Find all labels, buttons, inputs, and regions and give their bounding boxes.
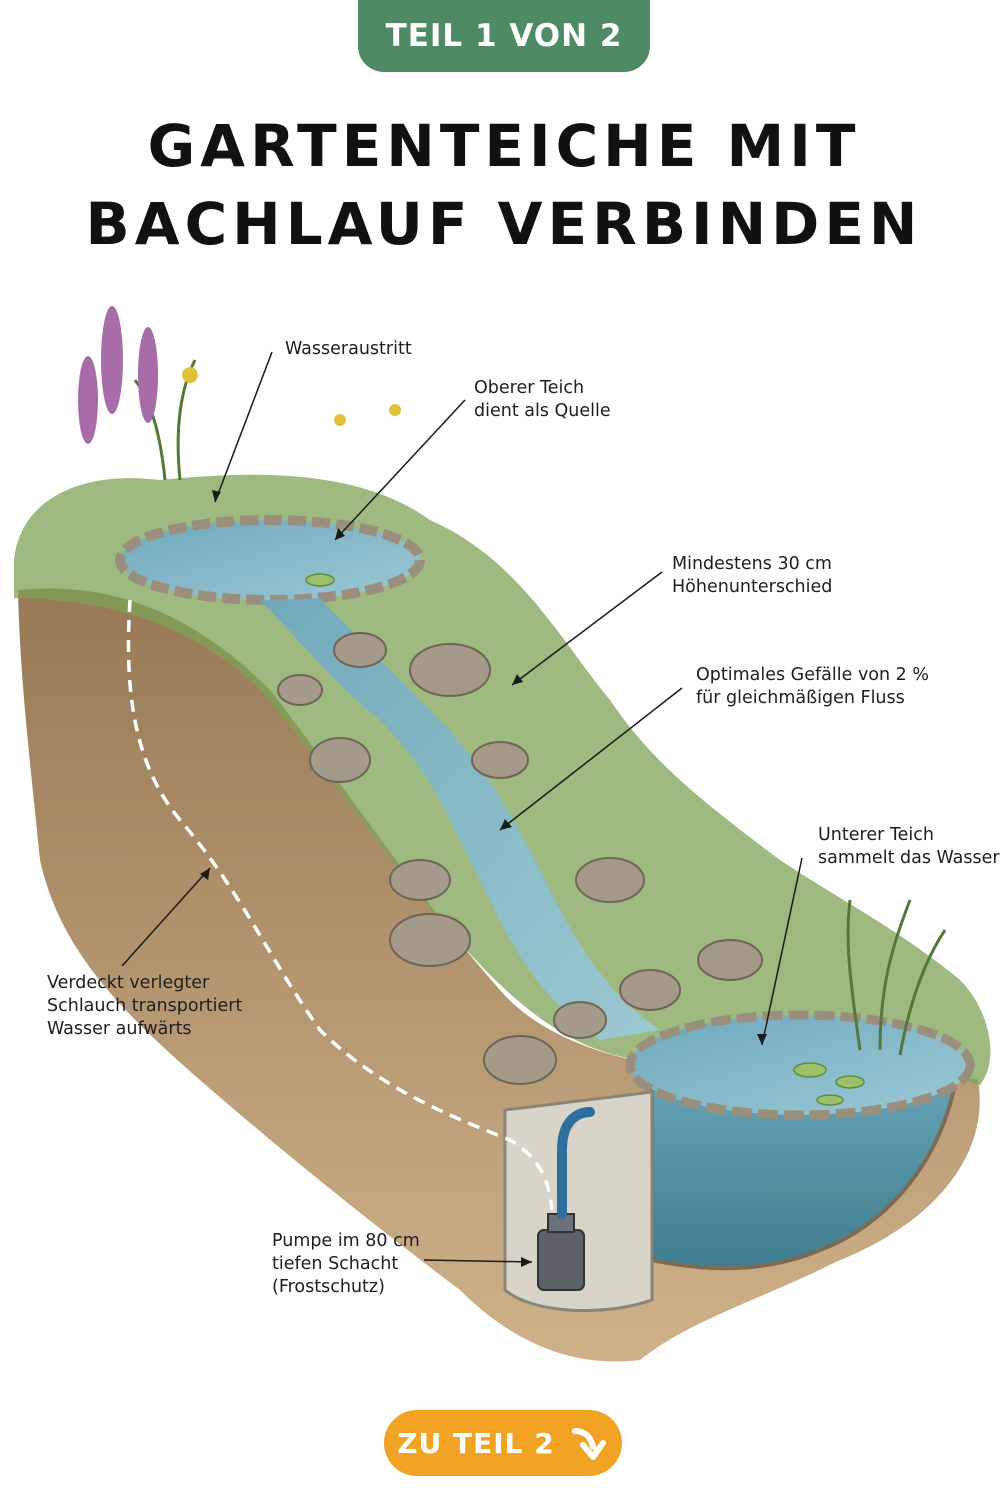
hidden-hose [126, 599, 554, 1211]
arrow-down-right-icon [569, 1423, 609, 1463]
part-badge: TEIL 1 VON 2 [358, 0, 650, 72]
pump-pipe [557, 1107, 595, 1219]
grass-surface [14, 474, 991, 1086]
next-part-button[interactable]: ZU TEIL 2 [384, 1410, 622, 1476]
pump-body [537, 1229, 585, 1291]
label-lower-pond: Unterer Teich sammelt das Wasser [818, 825, 1000, 868]
flowers [78, 306, 158, 444]
annotation-leaders [121, 351, 803, 1263]
stream-water [260, 598, 660, 1040]
label-water-outlet: Wasseraustritt [285, 339, 412, 359]
label-hidden-hose: Verdeckt verlegter Schlauch transportier… [47, 973, 243, 1039]
label-height-difference: Mindestens 30 cm Höhenunterschied [672, 554, 833, 597]
label-upper-pond: Oberer Teich dient als Quelle [474, 378, 611, 421]
stream-rocks [277, 632, 763, 1085]
page-title-line-2: BACHLAUF VERBINDEN [85, 190, 923, 258]
lily-pads [305, 573, 865, 1106]
upper-pond-water [115, 515, 425, 605]
label-gradient: Optimales Gefälle von 2 % für gleichmäßi… [696, 665, 929, 708]
label-pump-shaft: Pumpe im 80 cm tiefen Schacht (Frostschu… [272, 1231, 420, 1297]
next-part-button-label: ZU TEIL 2 [397, 1426, 555, 1460]
page-title-line-1: GARTENTEICHE MIT [147, 112, 861, 180]
